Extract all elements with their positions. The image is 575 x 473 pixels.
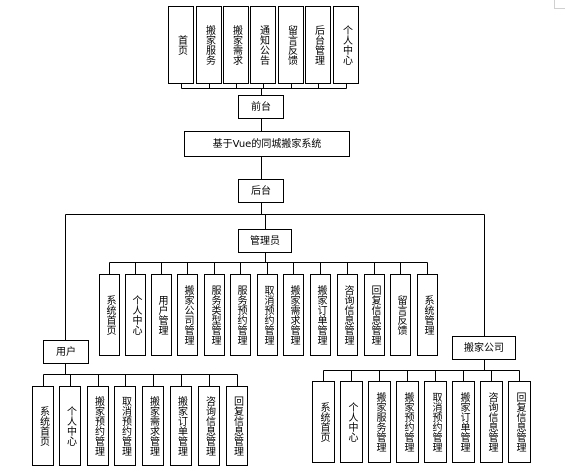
company-item-moving-service-mgmt: 搬家服务管理: [368, 381, 391, 463]
user-item-reply-mgmt: 回复信息管理: [226, 386, 248, 466]
frontend-item-moving-demand: 搬家需求: [223, 6, 249, 84]
admin-item-company-mgmt: 搬家公司管理: [177, 274, 198, 356]
company-item-cancel-booking-mgmt: 取消预约管理: [424, 381, 447, 463]
admin-item-personal-center: 个人中心: [125, 274, 146, 356]
company-item-moving-order-mgmt: 搬家订单管理: [452, 381, 475, 463]
frontend-item-notice: 通知公告: [250, 6, 276, 84]
company-node: 搬家公司: [452, 336, 516, 360]
admin-item-reply-mgmt: 回复信息管理: [364, 274, 385, 356]
frontend-item-feedback: 留言反馈: [278, 6, 304, 84]
admin-item-feedback: 留言反馈: [390, 274, 411, 356]
page-corner-mark: [554, 0, 565, 9]
frontend-item-personal-center: 个人中心: [333, 6, 359, 84]
company-item-personal-center: 个人中心: [340, 381, 363, 463]
company-item-inquiry-mgmt: 咨询信息管理: [480, 381, 503, 463]
admin-item-user-mgmt: 用户管理: [151, 274, 172, 356]
system-node: 基于Vue的同城搬家系统: [184, 131, 350, 157]
user-item-moving-demand-mgmt: 搬家需求管理: [142, 386, 164, 466]
backend-node: 后台: [238, 179, 284, 203]
user-item-moving-order-mgmt: 搬家订单管理: [170, 386, 192, 466]
admin-item-service-type-mgmt: 服务类型管理: [204, 274, 225, 356]
user-item-moving-booking-mgmt: 搬家预约管理: [87, 386, 109, 466]
user-node: 用户: [43, 340, 89, 364]
admin-node: 管理员: [238, 229, 292, 253]
admin-item-moving-demand-mgmt: 搬家需求管理: [283, 274, 304, 356]
company-item-reply-mgmt: 回复信息管理: [508, 381, 531, 463]
admin-item-system-home: 系统首页: [99, 274, 120, 356]
frontend-item-home: 首页: [168, 6, 194, 84]
company-item-moving-booking-mgmt: 搬家预约管理: [396, 381, 419, 463]
user-item-cancel-booking-mgmt: 取消预约管理: [114, 386, 136, 466]
company-item-system-home: 系统首页: [312, 381, 335, 463]
admin-item-cancel-booking-mgmt: 取消预约管理: [257, 274, 278, 356]
admin-item-inquiry-mgmt: 咨询信息管理: [337, 274, 358, 356]
admin-item-moving-order-mgmt: 搬家订单管理: [310, 274, 331, 356]
frontend-item-admin-entry: 后台管理: [305, 6, 331, 84]
admin-item-system-mgmt: 系统管理: [417, 274, 438, 356]
frontend-item-moving-service: 搬家服务: [196, 6, 222, 84]
user-item-inquiry-mgmt: 咨询信息管理: [198, 386, 220, 466]
user-item-system-home: 系统首页: [32, 386, 54, 466]
frontend-node: 前台: [238, 95, 284, 119]
user-item-personal-center: 个人中心: [59, 386, 81, 466]
admin-item-service-booking-mgmt: 服务预约管理: [230, 274, 251, 356]
